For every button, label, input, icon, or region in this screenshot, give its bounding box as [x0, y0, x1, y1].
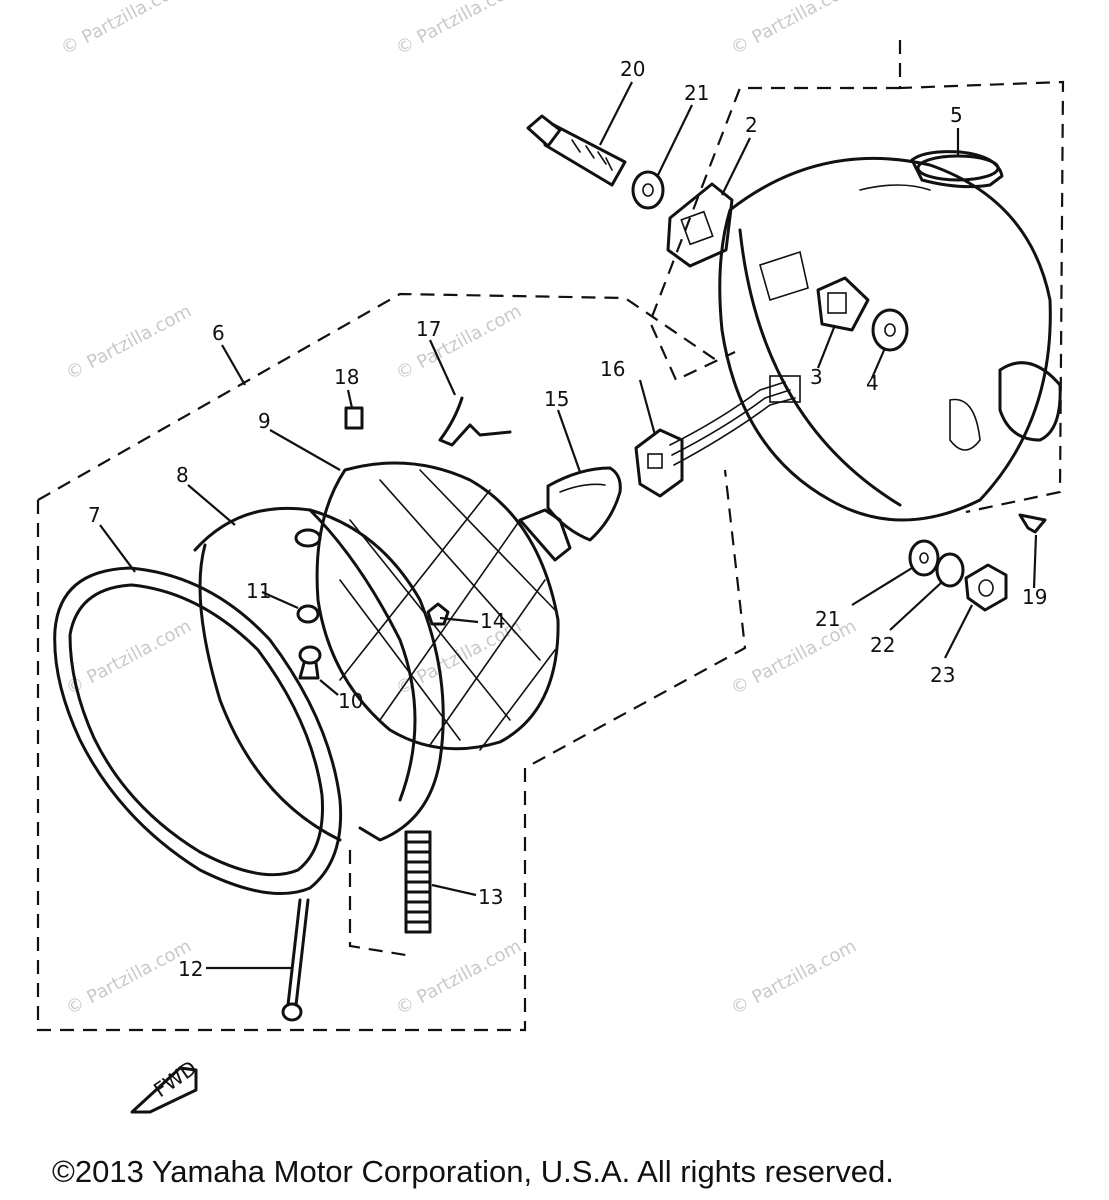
watermark: © Partzilla.com — [392, 936, 525, 1020]
copyright-notice: ©2013 Yamaha Motor Corporation, U.S.A. A… — [52, 1154, 894, 1189]
watermark: © Partzilla.com — [392, 301, 525, 385]
watermark: © Partzilla.com — [62, 936, 195, 1020]
damper-3 — [816, 276, 870, 332]
watermark: © Partzilla.com — [62, 301, 195, 385]
washer-4 — [871, 308, 909, 352]
screw-14 — [426, 602, 450, 626]
part-label-11: 11 — [246, 579, 271, 603]
nut-23 — [964, 563, 1008, 612]
spring-13 — [404, 830, 432, 934]
leader-lines — [99, 81, 1038, 970]
lock-washer-22 — [935, 552, 965, 588]
part-label-21: 21 — [684, 81, 709, 105]
bulb-cover-15 — [546, 466, 622, 542]
headlight-body-5 — [718, 150, 1062, 522]
wiring-harness — [669, 375, 801, 466]
part-label-20: 20 — [620, 57, 645, 81]
part-label-5: 5 — [950, 103, 963, 127]
damper-2 — [666, 182, 734, 268]
fwd-label: FWD — [149, 1056, 201, 1102]
part-label-8: 8 — [176, 463, 189, 487]
part-label-19: 19 — [1022, 585, 1047, 609]
part-label-14: 14 — [480, 609, 505, 633]
watermark: © Partzilla.com — [727, 936, 860, 1020]
assembly-boundaries — [36, 40, 1065, 1032]
part-label-18: 18 — [334, 365, 359, 389]
watermark: © Partzilla.com — [392, 0, 525, 59]
watermark: © Partzilla.com — [727, 0, 860, 59]
washer-21-upper — [631, 170, 665, 210]
headlight-housing-8 — [193, 506, 445, 842]
part-label-22: 22 — [870, 633, 895, 657]
forward-arrow-icon: FWD — [130, 1056, 201, 1114]
screw-19 — [1018, 513, 1047, 534]
part-label-17: 17 — [416, 317, 441, 341]
socket-16 — [634, 428, 684, 498]
part-label-2: 2 — [745, 113, 758, 137]
part-label-6: 6 — [212, 321, 225, 345]
part-label-13: 13 — [478, 885, 503, 909]
washer-21-lower — [908, 539, 940, 577]
part-label-7: 7 — [88, 503, 101, 527]
part-label-12: 12 — [178, 957, 203, 981]
watermark: © Partzilla.com — [62, 616, 195, 700]
watermark: © Partzilla.com — [57, 0, 190, 59]
part-label-3: 3 — [810, 365, 823, 389]
part-label-15: 15 — [544, 387, 569, 411]
part-label-21: 21 — [815, 607, 840, 631]
clip-18 — [344, 406, 364, 430]
part-label-23: 23 — [930, 663, 955, 687]
part-label-10: 10 — [338, 689, 363, 713]
screw-10 — [298, 645, 322, 680]
part-label-9: 9 — [258, 409, 271, 433]
nut-11 — [296, 604, 320, 624]
spring-clip-17 — [438, 396, 512, 447]
headlight-rim-7 — [53, 566, 343, 895]
bolt-20 — [526, 114, 627, 187]
part-label-16: 16 — [600, 357, 625, 381]
part-labels: 20 21 2 5 6 17 18 16 15 3 4 9 8 7 11 10 … — [88, 57, 1047, 981]
part-label-4: 4 — [866, 371, 879, 395]
screw-12 — [281, 898, 310, 1022]
